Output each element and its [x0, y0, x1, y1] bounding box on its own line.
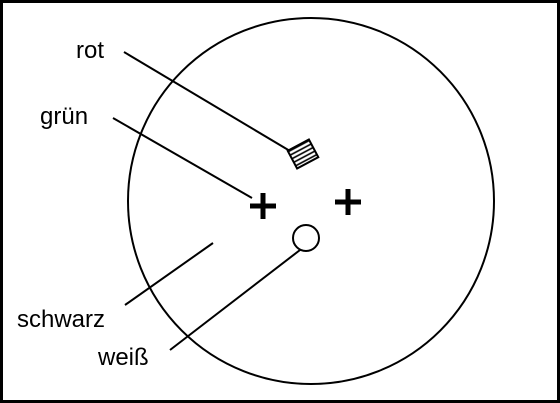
- leader-line-white: [169, 249, 301, 351]
- label-red: rot: [76, 37, 104, 64]
- plus-marker-right: [335, 189, 361, 215]
- leader-line-green: [112, 117, 253, 199]
- white-marker: [292, 224, 320, 252]
- plus-marker-left: [250, 193, 276, 219]
- label-white: weiß: [97, 344, 149, 371]
- leader-line-black: [124, 242, 214, 306]
- leader-line-red: [123, 51, 291, 152]
- label-green: grün: [40, 103, 88, 130]
- main-circle: [127, 17, 495, 385]
- red-marker: [286, 138, 320, 170]
- label-black: schwarz: [17, 306, 105, 333]
